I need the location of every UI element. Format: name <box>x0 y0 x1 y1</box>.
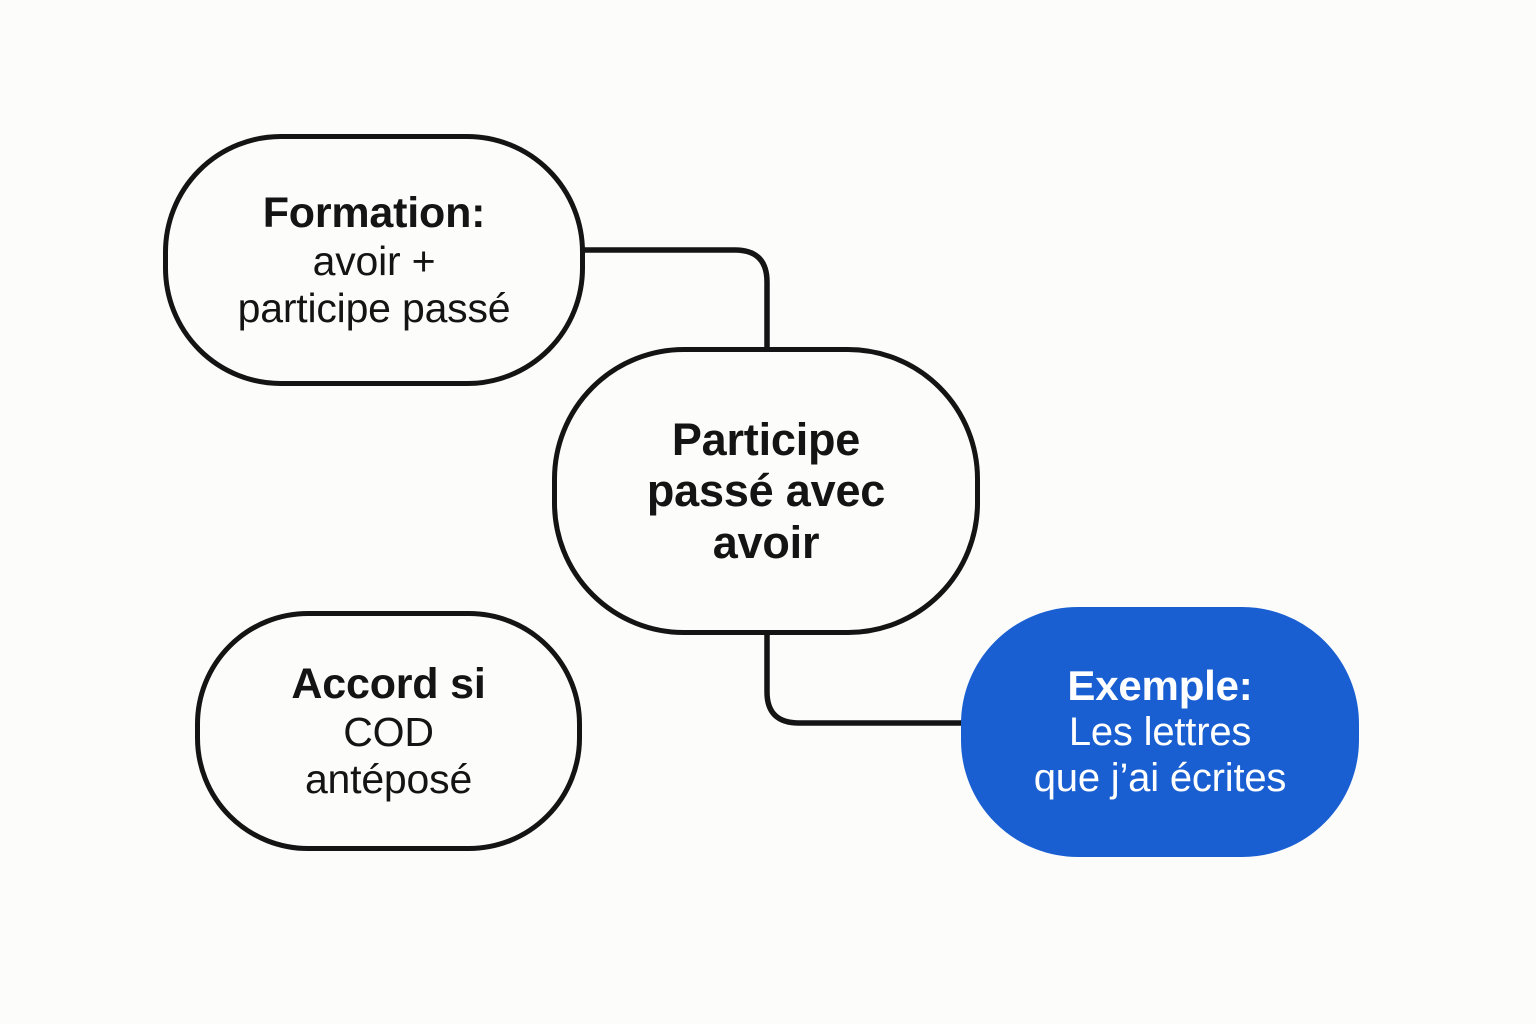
node-accord-line-2: antéposé <box>304 755 473 802</box>
node-exemple-line-1: Les lettres <box>1068 710 1252 755</box>
connector-formation-to-core <box>583 247 770 352</box>
node-formation-line-1: avoir + <box>312 237 436 284</box>
node-accord-line-1: COD <box>343 708 434 755</box>
node-core-line-1: passé avec <box>646 465 886 517</box>
node-exemple[interactable]: Exemple: Les lettres que j’ai écrites <box>961 607 1359 857</box>
node-accord-cod-antepose[interactable]: Accord si COD antéposé <box>195 611 582 851</box>
node-core-line-2: avoir <box>712 516 820 568</box>
node-exemple-line-2: que j’ai écrites <box>1033 755 1287 800</box>
node-formation-line-2: participe passé <box>237 284 511 331</box>
node-accord-title: Accord si <box>291 659 486 708</box>
node-formation-title: Formation: <box>262 188 486 237</box>
node-core-title: Participe <box>671 414 861 466</box>
connector-core-to-exemple <box>764 628 975 726</box>
node-participe-passe-avec-avoir[interactable]: Participe passé avec avoir <box>552 347 980 635</box>
node-formation[interactable]: Formation: avoir + participe passé <box>163 134 585 386</box>
node-exemple-title: Exemple: <box>1067 662 1253 710</box>
